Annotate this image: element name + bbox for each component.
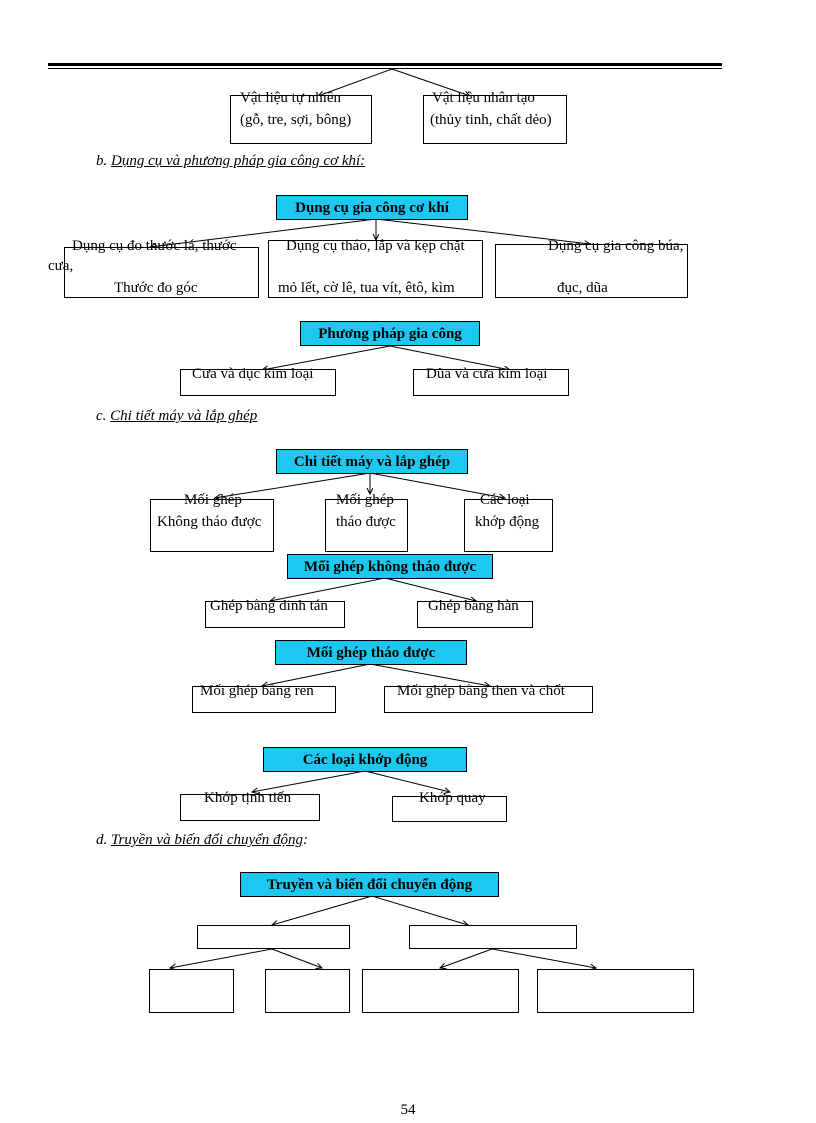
- top-rule-thick: [48, 63, 722, 66]
- removable-joint-line1: Mối ghép: [336, 492, 394, 508]
- motion-level3-box-1: [149, 969, 234, 1013]
- section-c-title: Chi tiết máy và lắp ghép: [110, 408, 258, 424]
- artificial-materials-examples: (thủy tinh, chất dẻo): [430, 112, 552, 128]
- section-d-title: Truyền và biến đổi chuyển động: [111, 832, 304, 848]
- method-2-label: Dũa và cưa kim loại: [426, 366, 548, 382]
- removable-joint-box: [325, 499, 408, 552]
- section-c-prefix: c.: [96, 408, 107, 424]
- artificial-materials-label: Vật liệu nhân tạo: [432, 90, 535, 106]
- top-rule-thin: [48, 68, 722, 69]
- artificial-materials-box: [423, 95, 567, 144]
- measuring-tools-line2: Thước đo góc: [114, 280, 198, 296]
- natural-materials-examples: (gỗ, tre, sợi, bông): [240, 112, 352, 128]
- section-b-title: Dụng cụ và phương pháp gia công cơ khí:: [111, 153, 366, 169]
- assembly-tools-line2: mỏ lết, cờ lê, tua vít, êtô, kìm: [278, 280, 455, 296]
- motion-level2-box-left: [197, 925, 350, 949]
- fixed-joint-box: [150, 499, 274, 552]
- motion-level3-box-2: [265, 969, 350, 1013]
- rivet-joint-label: Ghép bằng đinh tán: [210, 598, 328, 614]
- rivet-joint-box: [205, 601, 345, 628]
- machine-parts-header: Chi tiết máy và lắp ghép: [276, 449, 468, 474]
- weld-joint-label: Ghép bằng hàn: [428, 598, 519, 614]
- method-1-label: Cưa và đục kim loại: [192, 366, 314, 382]
- removable-joint-header: Mối ghép tháo được: [275, 640, 467, 665]
- thread-joint-label: Mối ghép bằng ren: [200, 683, 314, 699]
- prismatic-joint-label: Khớp tịnh tiến: [204, 790, 292, 806]
- section-d-suffix: :: [303, 832, 309, 848]
- section-c-heading: c. Chi tiết máy và lắp ghép: [96, 408, 257, 425]
- method-2-box: [413, 369, 569, 396]
- assembly-tools-box: [268, 240, 483, 298]
- tools-header: Dụng cụ gia công cơ khí: [276, 195, 468, 220]
- motion-level2-box-right: [409, 925, 577, 949]
- fixed-joint-line2: Không tháo được: [157, 514, 262, 530]
- thread-joint-box: [192, 686, 336, 713]
- processing-tools-line1: Dụng cụ gia công búa,: [548, 238, 684, 254]
- key-pin-joint-label: Mối ghép bằng then và chốt: [397, 683, 565, 699]
- motion-level3-box-4: [537, 969, 694, 1013]
- fixed-joint-header: Mối ghép không tháo được: [287, 554, 493, 579]
- motion-header: Truyền và biến đổi chuyển động: [240, 872, 499, 897]
- joint-types-line1: Các loại: [480, 492, 530, 508]
- section-b-heading: b. Dụng cụ và phương pháp gia công cơ kh…: [96, 153, 365, 170]
- page-number: 54: [400, 1102, 416, 1118]
- measuring-tools-line1: Dụng cụ đo thước lá, thước: [72, 238, 237, 254]
- method-header: Phương pháp gia công: [300, 321, 480, 346]
- kinematic-joints-header: Các loại khớp động: [263, 747, 467, 772]
- section-d-prefix: d.: [96, 832, 108, 848]
- processing-tools-line2: đục, dũa: [557, 280, 608, 296]
- fixed-joint-line1: Mối ghép: [184, 492, 242, 508]
- prismatic-joint-box: [180, 794, 320, 821]
- assembly-tools-line1: Dụng cụ tháo, lắp và kẹp chặt: [286, 238, 465, 254]
- weld-joint-box: [417, 601, 533, 628]
- motion-level3-box-3: [362, 969, 519, 1013]
- measuring-tools-cont: cưa,: [48, 258, 74, 274]
- key-pin-joint-box: [384, 686, 593, 713]
- removable-joint-line2: tháo được: [336, 514, 396, 530]
- processing-tools-box: [495, 244, 688, 298]
- natural-materials-box: [230, 95, 372, 144]
- joint-types-line2: khớp động: [475, 514, 540, 530]
- section-d-heading: d. Truyền và biến đổi chuyển động:: [96, 832, 308, 849]
- revolute-joint-box: [392, 796, 507, 822]
- measuring-tools-box: [64, 247, 259, 298]
- revolute-joint-label: Khớp quay: [419, 790, 486, 806]
- joint-types-box: [464, 499, 553, 552]
- natural-materials-label: Vật liệu tự nhiên: [240, 90, 342, 106]
- section-b-prefix: b.: [96, 153, 108, 169]
- method-1-box: [180, 369, 336, 396]
